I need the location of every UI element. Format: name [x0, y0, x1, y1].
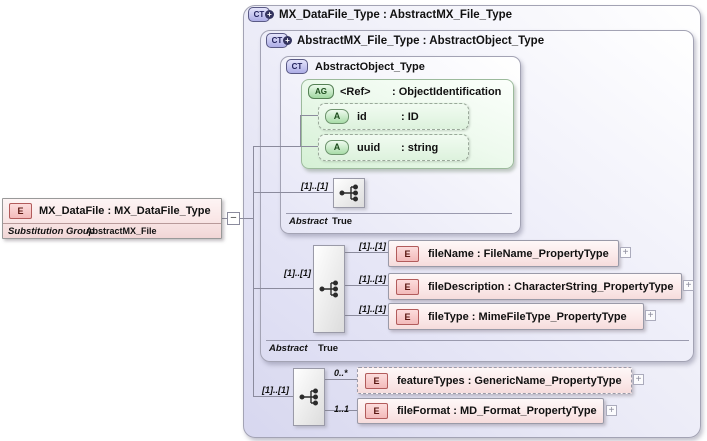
cardinality-label: [1]..[1] — [262, 385, 289, 395]
connector-to-filetype — [343, 315, 388, 316]
type-title: MX_DataFile_Type : AbstractMX_File_Type — [279, 8, 513, 21]
connector-to-id — [300, 115, 318, 116]
element-icon: E — [9, 203, 32, 219]
expand-button-filename[interactable]: + — [620, 247, 631, 258]
element-featuretypes[interactable]: E featureTypes : GenericName_PropertyTyp… — [357, 367, 632, 394]
element-icon: E — [396, 308, 419, 325]
connector-to-fileformat — [323, 410, 357, 411]
attribute-icon: A — [325, 109, 349, 124]
cardinality-label: [1]..[1] — [284, 268, 311, 278]
sequence-icon — [339, 184, 358, 202]
connector-to-featuretypes — [323, 379, 357, 380]
connector-to-filedescription — [343, 285, 388, 286]
connector-to-inner-sequence — [253, 192, 333, 193]
attribute-icon: A — [325, 140, 349, 155]
cardinality-label: 1..1 — [334, 404, 350, 414]
footer-divider — [266, 340, 689, 341]
cardinality-label: [1]..[1] — [359, 241, 386, 251]
derived-plus-icon[interactable]: + — [265, 10, 274, 19]
connector-to-uuid — [253, 146, 318, 147]
attribute-group-type: : ObjectIdentification — [392, 85, 502, 98]
element-icon: E — [396, 245, 419, 262]
sequence-icon — [319, 280, 338, 298]
attribute-group-header: AG <Ref> : ObjectIdentification — [308, 84, 501, 99]
expand-button-filedescription[interactable]: + — [683, 280, 694, 291]
connector-attr-bracket — [300, 115, 301, 146]
complex-type-icon: CT+ — [266, 33, 292, 48]
sequence-indicator-base[interactable] — [313, 245, 345, 333]
attribute-name: id — [357, 110, 367, 123]
cardinality-label: [1]..[1] — [359, 304, 386, 314]
header-mx-datafile-type: CT+ MX_DataFile_Type : AbstractMX_File_T… — [248, 7, 512, 22]
substitution-group-value: AbstractMX_File — [86, 226, 157, 236]
expand-button-fileformat[interactable]: + — [606, 405, 617, 416]
header-abstractmx-file-type: CT+ AbstractMX_File_Type : AbstractObjec… — [266, 33, 544, 48]
root-element-title: MX_DataFile : MX_DataFile_Type — [39, 205, 211, 217]
connector-to-own-sequence — [253, 396, 293, 397]
attribute-type: : ID — [401, 110, 419, 123]
element-filetype[interactable]: E fileType : MimeFileType_PropertyType — [388, 303, 644, 330]
sequence-indicator-inner[interactable] — [333, 178, 365, 208]
attribute-group-name: <Ref> — [340, 85, 371, 98]
connector-trunk — [253, 146, 254, 397]
element-label: fileType : MimeFileType_PropertyType — [428, 310, 627, 323]
root-element-mx-datafile[interactable]: E MX_DataFile : MX_DataFile_Type Substit… — [2, 198, 222, 239]
complex-type-icon: CT+ — [248, 7, 274, 22]
element-filedescription[interactable]: E fileDescription : CharacterString_Prop… — [388, 273, 682, 300]
type-title: AbstractObject_Type — [315, 60, 425, 73]
element-icon: E — [365, 403, 388, 419]
attribute-group-icon: AG — [308, 84, 334, 99]
cardinality-label: 0..* — [334, 368, 348, 378]
complex-type-icon: CT — [286, 59, 308, 74]
attribute-name: uuid — [357, 141, 381, 154]
footer-divider — [286, 213, 512, 214]
sequence-indicator-own[interactable] — [293, 368, 325, 426]
element-label: fileFormat : MD_Format_PropertyType — [397, 405, 597, 417]
divider — [3, 223, 221, 224]
attribute-uuid[interactable]: A uuid : string — [318, 134, 469, 161]
sequence-icon — [299, 388, 318, 406]
root-element-header: E MX_DataFile : MX_DataFile_Type — [9, 203, 211, 219]
abstract-value: True — [318, 343, 339, 354]
abstract-label: Abstract — [269, 343, 308, 354]
header-abstractobject-type: CT AbstractObject_Type — [286, 59, 425, 74]
element-filename[interactable]: E fileName : FileName_PropertyType — [388, 240, 619, 267]
collapse-button-root[interactable]: − — [227, 212, 240, 225]
attribute-id[interactable]: A id : ID — [318, 103, 469, 130]
abstract-label: Abstract — [289, 216, 328, 227]
type-title: AbstractMX_File_Type : AbstractObject_Ty… — [297, 34, 545, 47]
element-label: fileName : FileName_PropertyType — [428, 247, 609, 260]
abstract-value: True — [332, 216, 353, 227]
cardinality-label: [1]..[1] — [301, 181, 328, 191]
expand-button-filetype[interactable]: + — [645, 310, 656, 321]
connector-to-base-sequence — [253, 288, 313, 289]
substitution-group-label: Substitution Group — [8, 226, 95, 237]
element-icon: E — [365, 372, 388, 389]
derived-plus-icon[interactable]: + — [283, 36, 292, 45]
element-fileformat[interactable]: E fileFormat : MD_Format_PropertyType — [357, 398, 604, 424]
element-icon: E — [396, 278, 419, 295]
attribute-type: : string — [401, 141, 439, 154]
element-label: featureTypes : GenericName_PropertyType — [397, 374, 622, 387]
cardinality-label: [1]..[1] — [359, 274, 386, 284]
expand-button-featuretypes[interactable]: + — [633, 374, 644, 385]
element-label: fileDescription : CharacterString_Proper… — [428, 280, 674, 293]
connector-to-filename — [343, 252, 388, 253]
